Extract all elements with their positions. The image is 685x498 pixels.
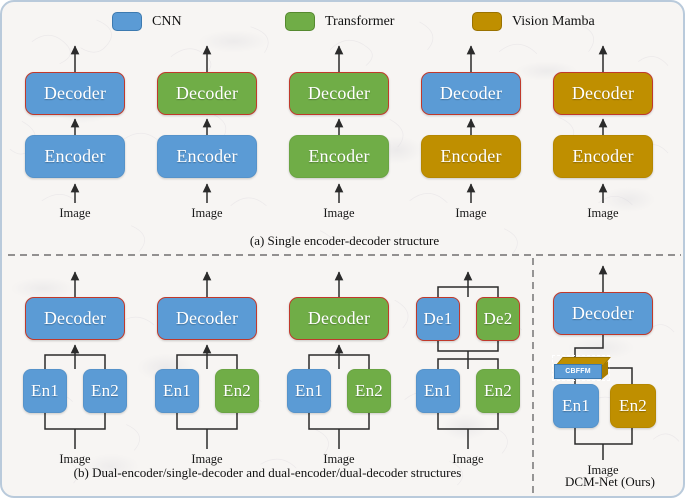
a-col2-encoder: Encoder <box>157 135 257 178</box>
caption-section-a: (a) Single encoder-decoder structure <box>249 233 440 248</box>
b-col3-input-label: Image <box>323 452 355 466</box>
b-col4-encoder1: En1 <box>416 369 460 413</box>
a-col4-input-label: Image <box>455 206 487 220</box>
b-col3-encoder1: En1 <box>287 369 331 413</box>
ours-decoder: Decoder <box>553 292 653 335</box>
legend-label-transformer: Transformer <box>325 13 395 29</box>
a-col1-decoder: Decoder <box>25 72 125 115</box>
a-col1-encoder: Encoder <box>25 135 125 178</box>
legend-item-cnn: CNN <box>112 12 182 31</box>
legend-swatch-vision-mamba <box>472 12 502 31</box>
a-col3-decoder: Decoder <box>289 72 389 115</box>
b-col4-decoder2: De2 <box>476 297 520 341</box>
legend-item-vision-mamba: Vision Mamba <box>472 12 595 31</box>
b-col2-input-label: Image <box>191 452 223 466</box>
ours-encoder2: En2 <box>610 384 656 428</box>
b-col2-decoder: Decoder <box>157 297 257 340</box>
caption-ours: DCM-Net (Ours) <box>565 474 655 489</box>
a-col5-decoder: Decoder <box>553 72 653 115</box>
a-col2-input-label: Image <box>191 206 223 220</box>
b-col1-encoder1: En1 <box>23 369 67 413</box>
caption-section-b: (b) Dual-encoder/single-decoder and dual… <box>73 465 462 480</box>
legend-label-cnn: CNN <box>152 13 182 29</box>
legend-label-vision-mamba: Vision Mamba <box>512 13 595 29</box>
cbffm-dashed-frame <box>552 355 610 381</box>
ours-input-label: Image <box>587 463 619 477</box>
a-col3-encoder: Encoder <box>289 135 389 178</box>
a-col4-encoder: Encoder <box>421 135 521 178</box>
b-col3-encoder2: En2 <box>347 369 391 413</box>
cbffm-module: CBFFM <box>554 364 602 379</box>
b-col4-decoder1: De1 <box>416 297 460 341</box>
legend-swatch-transformer <box>285 12 315 31</box>
b-col1-input-label: Image <box>59 452 91 466</box>
legend-item-transformer: Transformer <box>285 12 394 31</box>
b-col2-encoder2: En2 <box>215 369 259 413</box>
a-col2-decoder: Decoder <box>157 72 257 115</box>
b-col3-decoder: Decoder <box>289 297 389 340</box>
b-col2-encoder1: En1 <box>155 369 199 413</box>
b-col4-encoder2: En2 <box>476 369 520 413</box>
a-col5-input-label: Image <box>587 206 619 220</box>
ours-encoder1: En1 <box>553 384 599 428</box>
legend-swatch-cnn <box>112 12 142 31</box>
a-col5-encoder: Encoder <box>553 135 653 178</box>
b-col1-encoder2: En2 <box>83 369 127 413</box>
b-col4-input-label: Image <box>452 452 484 466</box>
a-col1-input-label: Image <box>59 206 91 220</box>
a-col4-decoder: Decoder <box>421 72 521 115</box>
b-col1-decoder: Decoder <box>25 297 125 340</box>
a-col3-input-label: Image <box>323 206 355 220</box>
